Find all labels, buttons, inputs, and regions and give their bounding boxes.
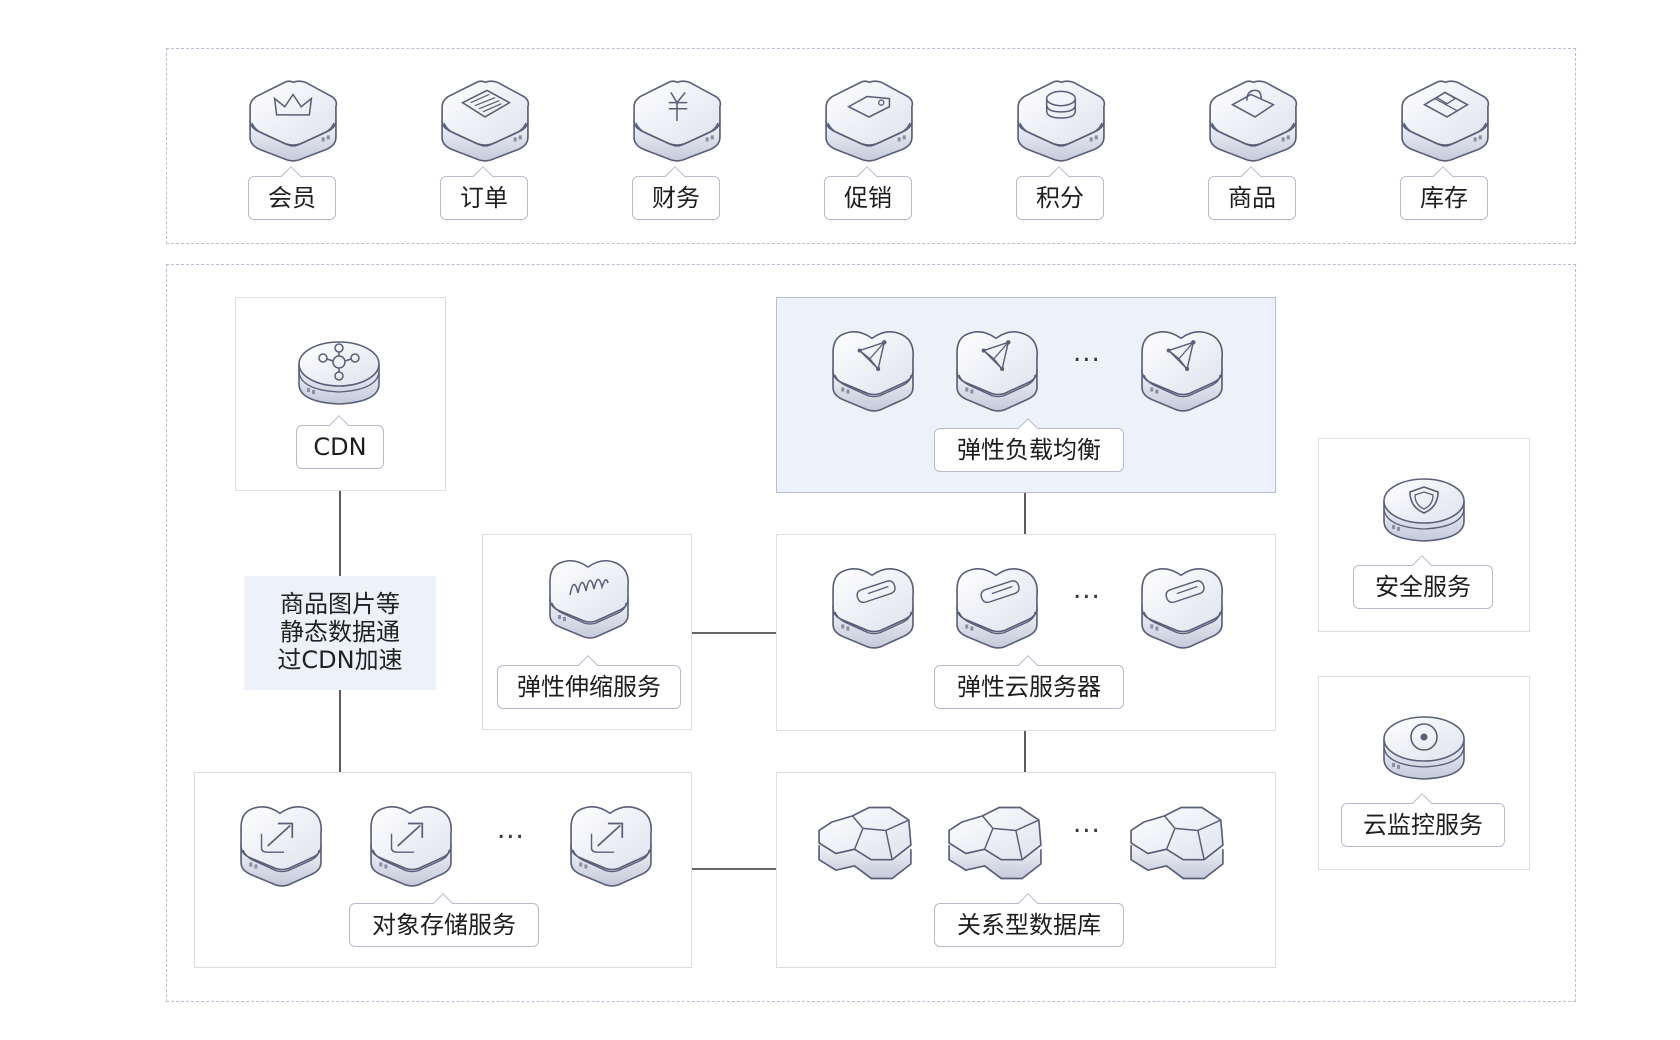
yuan-icon: [633, 80, 722, 162]
cloud-infrastructure-group: [166, 264, 1576, 1002]
elb-ellipsis: ...: [1073, 338, 1101, 368]
service-label: 库存: [1400, 176, 1488, 220]
elb-box: ... 弹性负载均衡: [776, 297, 1276, 493]
box-icon: [1401, 80, 1490, 162]
load-balancer-icon: [832, 331, 915, 412]
rds-box: ... 关系型数据库: [776, 772, 1276, 968]
service-label: 订单: [440, 176, 528, 220]
hexagon-cluster-icon: [818, 806, 912, 880]
obs-box: ... 对象存储服务: [194, 772, 692, 968]
service-label: 积分: [1016, 176, 1104, 220]
server-icon: [832, 568, 915, 649]
shield-icon: [1383, 478, 1465, 542]
server-icon: [956, 568, 1039, 649]
monitor-box: 云监控服务: [1318, 676, 1530, 870]
cdn-acceleration-note: 商品图片等 静态数据通 过CDN加速: [244, 576, 436, 690]
load-balancer-icon: [1141, 331, 1224, 412]
ecs-box: ... 弹性云服务器: [776, 534, 1276, 731]
service-label: 商品: [1208, 176, 1296, 220]
security-label: 安全服务: [1353, 565, 1493, 609]
ecs-label: 弹性云服务器: [934, 665, 1124, 709]
upload-arrow-icon: [370, 806, 453, 887]
crown-icon: [249, 80, 338, 162]
wave-icon: [549, 559, 630, 639]
ecs-ellipsis: ...: [1073, 575, 1101, 605]
cdn-box: CDN: [235, 297, 446, 491]
upload-arrow-icon: [240, 806, 323, 887]
cdn-label: CDN: [296, 425, 384, 469]
target-icon: [1383, 716, 1465, 780]
shopping-bag-icon: [1209, 80, 1298, 162]
monitor-label: 云监控服务: [1341, 803, 1505, 847]
note-line-3: 过CDN加速: [277, 646, 403, 674]
hexagon-cluster-icon: [1130, 806, 1224, 880]
rds-label: 关系型数据库: [934, 903, 1124, 947]
business-services-group: [166, 48, 1576, 244]
hexagon-cluster-icon: [948, 806, 1042, 880]
note-line-2: 静态数据通: [280, 618, 400, 646]
service-label: 促销: [824, 176, 912, 220]
document-icon: [441, 80, 530, 162]
autoscaling-label: 弹性伸缩服务: [497, 665, 681, 709]
note-line-1: 商品图片等: [280, 590, 400, 618]
load-balancer-icon: [956, 331, 1039, 412]
server-icon: [1141, 568, 1224, 649]
tag-icon: [825, 80, 914, 162]
rds-ellipsis: ...: [1073, 809, 1101, 839]
elb-label: 弹性负载均衡: [934, 428, 1124, 472]
obs-ellipsis: ...: [497, 815, 525, 845]
network-hub-icon: [298, 341, 380, 405]
security-box: 安全服务: [1318, 438, 1530, 632]
autoscaling-box: 弹性伸缩服务: [482, 534, 692, 730]
coins-icon: [1017, 80, 1106, 162]
service-label: 财务: [632, 176, 720, 220]
service-label: 会员: [248, 176, 336, 220]
obs-label: 对象存储服务: [349, 903, 539, 947]
upload-arrow-icon: [570, 806, 653, 887]
